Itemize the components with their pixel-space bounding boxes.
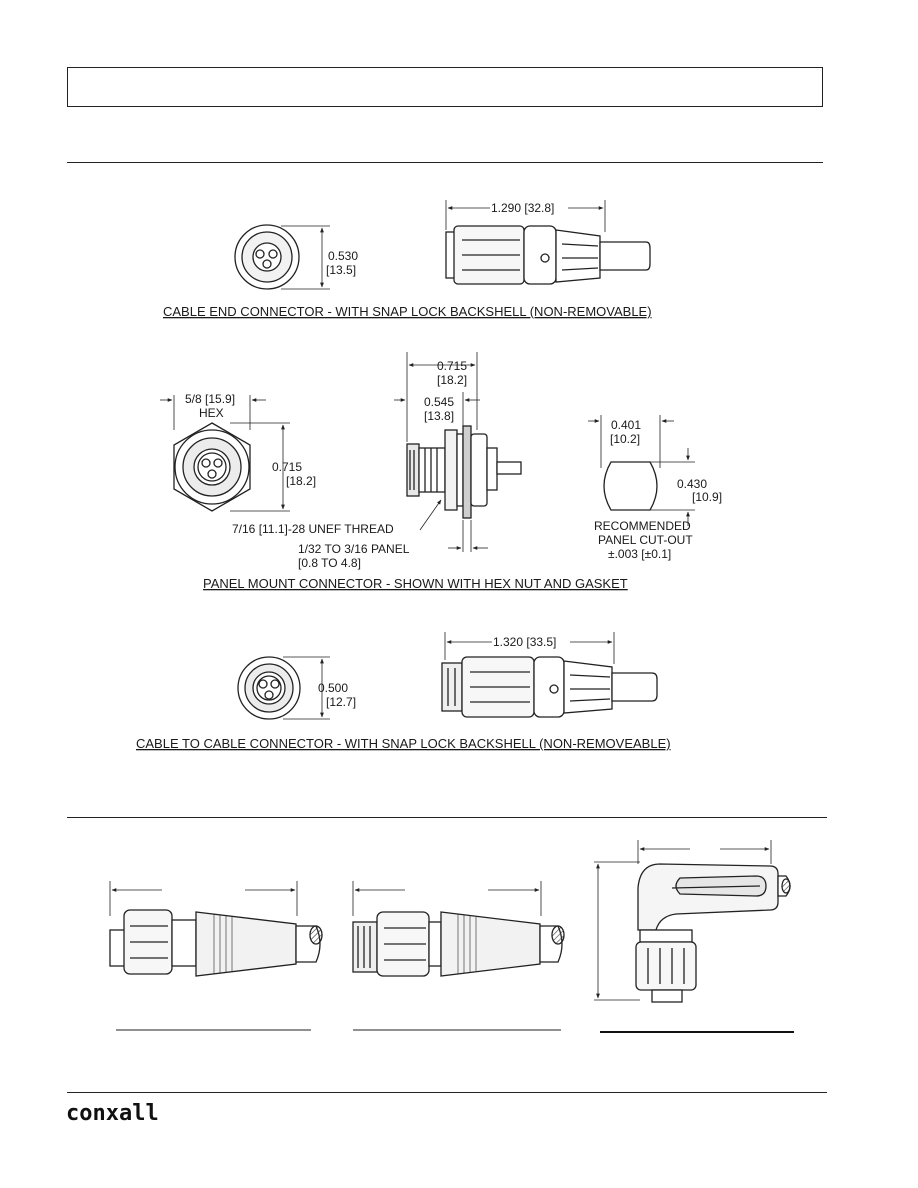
panel-overall-mm: [18.2] xyxy=(437,373,467,387)
cable-to-cable-diameter-mm: [12.7] xyxy=(326,695,356,709)
cutout-height-mm: [10.9] xyxy=(692,490,722,504)
panel-mount-front-view xyxy=(160,395,290,512)
title-box xyxy=(67,67,823,107)
cable-end-front-view xyxy=(234,224,330,290)
cutout-note-1: RECOMMENDED xyxy=(594,519,691,533)
cutout-width-mm: [10.2] xyxy=(610,432,640,446)
cable-end-diameter-mm: [13.5] xyxy=(326,263,356,277)
cable-to-cable-diameter-in: 0.500 xyxy=(318,681,348,695)
right-angle-plug-drawing xyxy=(594,840,791,1003)
cable-to-cable-plug-drawing xyxy=(352,881,565,977)
panel-hex-size: 5/8 [15.9] xyxy=(185,392,235,406)
panel-cutout-view xyxy=(588,415,695,526)
cutout-height-in: 0.430 xyxy=(677,477,707,491)
section-rule-middle xyxy=(67,817,827,818)
section-rule-bottom xyxy=(67,1092,827,1093)
straight-plug-drawing xyxy=(109,881,323,977)
conxall-logo: conxall xyxy=(66,1101,159,1126)
panel-thread: 7/16 [11.1]-28 UNEF THREAD xyxy=(232,522,394,536)
cutout-width-in: 0.401 xyxy=(611,418,641,432)
panel-height-in: 0.715 xyxy=(272,460,302,474)
panel-hex-label: HEX xyxy=(199,406,224,420)
cable-to-cable-front-view xyxy=(237,656,330,720)
panel-range-mm: [0.8 TO 4.8] xyxy=(298,556,361,570)
section-rule-top xyxy=(67,162,823,163)
panel-mount-side-view xyxy=(394,352,522,552)
panel-range-in: 1/32 TO 3/16 PANEL xyxy=(298,542,410,556)
cable-end-length: 1.290 [32.8] xyxy=(491,201,554,215)
cable-to-cable-caption: CABLE TO CABLE CONNECTOR - WITH SNAP LOC… xyxy=(136,736,671,751)
panel-mount-caption: PANEL MOUNT CONNECTOR - SHOWN WITH HEX N… xyxy=(203,576,628,591)
cutout-note-2: PANEL CUT-OUT xyxy=(598,533,693,547)
panel-overall-in: 0.715 xyxy=(437,359,467,373)
cutout-note-3: ±.003 [±0.1] xyxy=(608,547,671,561)
panel-height-mm: [18.2] xyxy=(286,474,316,488)
panel-body-mm: [13.8] xyxy=(424,409,454,423)
cable-end-caption: CABLE END CONNECTOR - WITH SNAP LOCK BAC… xyxy=(163,304,652,319)
cable-end-diameter-in: 0.530 xyxy=(328,249,358,263)
cable-to-cable-side-view xyxy=(441,632,658,718)
cable-to-cable-length: 1.320 [33.5] xyxy=(493,635,556,649)
panel-body-in: 0.545 xyxy=(424,395,454,409)
